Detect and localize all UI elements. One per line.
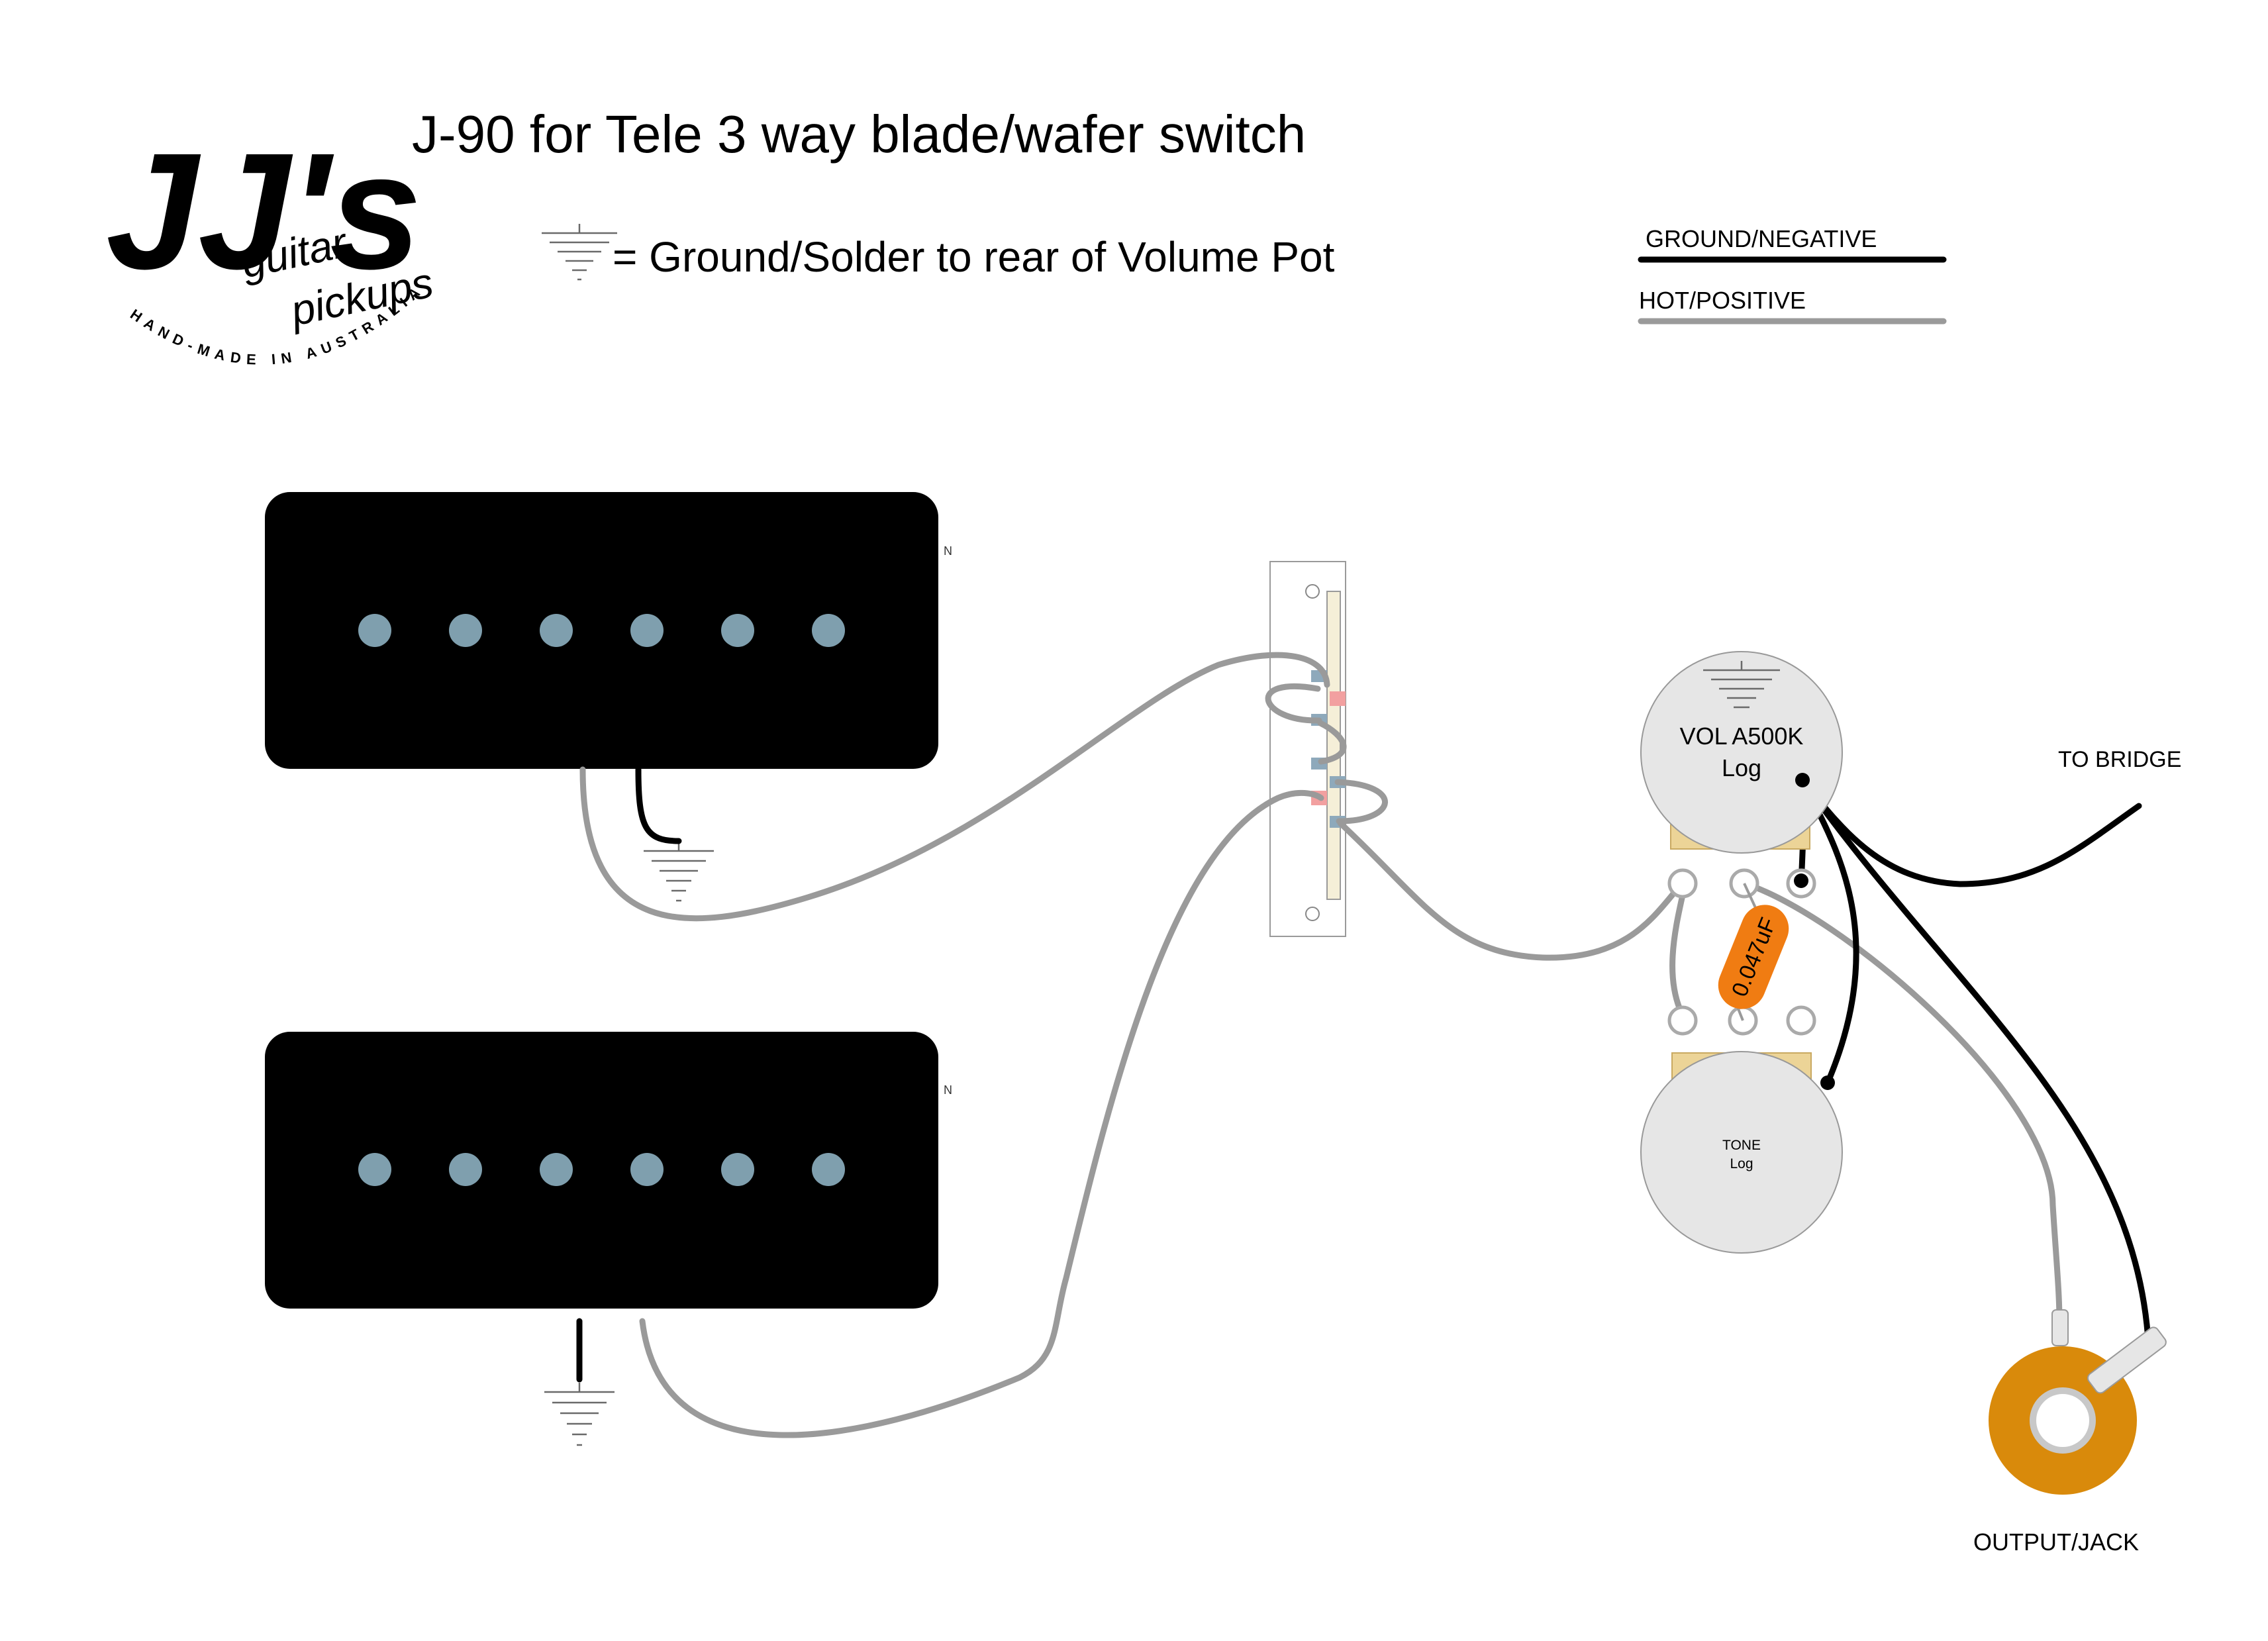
volume-pot-lug [1667, 868, 1698, 899]
ground-note: = Ground/Solder to rear of Volume Pot [542, 224, 1335, 281]
switch-to-volume-wire [1337, 820, 1685, 961]
volume-pot-sublabel: Log [1722, 754, 1761, 781]
neck-pickup-ground-wire [635, 766, 682, 844]
tone-pot-sublabel: Log [1730, 1156, 1753, 1171]
jack-hole [2030, 1387, 2096, 1454]
pole-piece [721, 614, 754, 647]
to-bridge-label: TO BRIDGE [2058, 747, 2181, 772]
neck-pickup-polarity: N [944, 544, 952, 558]
switch-blade-slot [1326, 591, 1341, 900]
capacitor-body [1718, 905, 1789, 1009]
output-jack-label: OUTPUT/JACK [1973, 1528, 2139, 1556]
pole-piece [449, 614, 482, 647]
blade-switch [1269, 561, 1346, 937]
jack-ground-lug [2087, 1326, 2167, 1394]
pole-piece [812, 614, 845, 647]
neck-pickup-pole-pieces [358, 614, 845, 647]
neck-pickup: N [265, 492, 952, 769]
bridge-pickup-hot-wire [639, 789, 1324, 1438]
neck-pickup-cover [265, 492, 938, 769]
pole-piece [449, 1153, 482, 1186]
tone-pot: TONE Log [1640, 1005, 1843, 1254]
to-bridge-ground-wire [1799, 777, 2142, 887]
ground-symbol-icon [644, 842, 714, 902]
wire-legend: GROUND/NEGATIVE HOT/POSITIVE [1638, 225, 1947, 324]
jack-hot-lug [2051, 1309, 2069, 1346]
solder-point [1795, 773, 1810, 787]
switch-jumper-wire [1334, 779, 1388, 824]
pole-piece [540, 1153, 573, 1186]
switch-screw-hole [1305, 907, 1320, 921]
ground-symbol-icon [1703, 661, 1780, 709]
bridge-pickup-polarity: N [944, 1083, 952, 1097]
switch-jumper-wire [1317, 720, 1347, 765]
ground-note-text: = Ground/Solder to rear of Volume Pot [613, 233, 1335, 281]
bridge-pickup-pole-pieces [358, 1153, 845, 1186]
tone-pot-lug [1786, 1005, 1816, 1036]
hot-wires [579, 652, 2063, 1438]
page-title: J-90 for Tele 3 way blade/wafer switch [412, 105, 1306, 164]
pole-piece [358, 1153, 391, 1186]
pole-piece [540, 614, 573, 647]
solder-point [1820, 1075, 1835, 1090]
pole-piece [630, 614, 664, 647]
pole-piece [630, 1153, 664, 1186]
bridge-pickup-cover [265, 1032, 938, 1309]
tone-capacitor: 0.047uF [1718, 883, 1789, 1021]
brand-logo: JJ's guitar pickups HAND-MADE IN AUSTRAL… [106, 119, 437, 368]
legend-ground-label: GROUND/NEGATIVE [1646, 225, 1877, 252]
pole-piece [812, 1153, 845, 1186]
volume-to-jack-ground-wire [1799, 777, 2152, 1354]
ground-symbol-icon [542, 224, 617, 281]
volume-to-tone-wire [1669, 880, 1689, 1024]
tone-pot-label: TONE [1722, 1138, 1761, 1153]
volume-pot: VOL A500K Log [1640, 651, 1843, 899]
ground-symbol-icon [544, 1383, 615, 1446]
bridge-pickup: N [265, 1032, 952, 1309]
legend-hot-label: HOT/POSITIVE [1639, 287, 1806, 314]
tone-pot-body [1640, 1051, 1843, 1254]
pole-piece [358, 614, 391, 647]
volume-pot-body [1640, 651, 1843, 854]
logo-brand: JJ's [106, 119, 422, 303]
volume-to-jack-hot-wire [1741, 880, 2063, 1324]
solder-point [1794, 873, 1808, 888]
switch-screw-hole [1305, 584, 1320, 599]
output-jack [1989, 1309, 2167, 1495]
volume-pot-label: VOL A500K [1680, 722, 1804, 750]
switch-jumper-wire [1265, 683, 1322, 724]
switch-tab-hot [1330, 691, 1346, 706]
tone-pot-lug [1667, 1005, 1698, 1036]
neck-pickup-hot-wire [579, 652, 1330, 922]
pole-piece [721, 1153, 754, 1186]
